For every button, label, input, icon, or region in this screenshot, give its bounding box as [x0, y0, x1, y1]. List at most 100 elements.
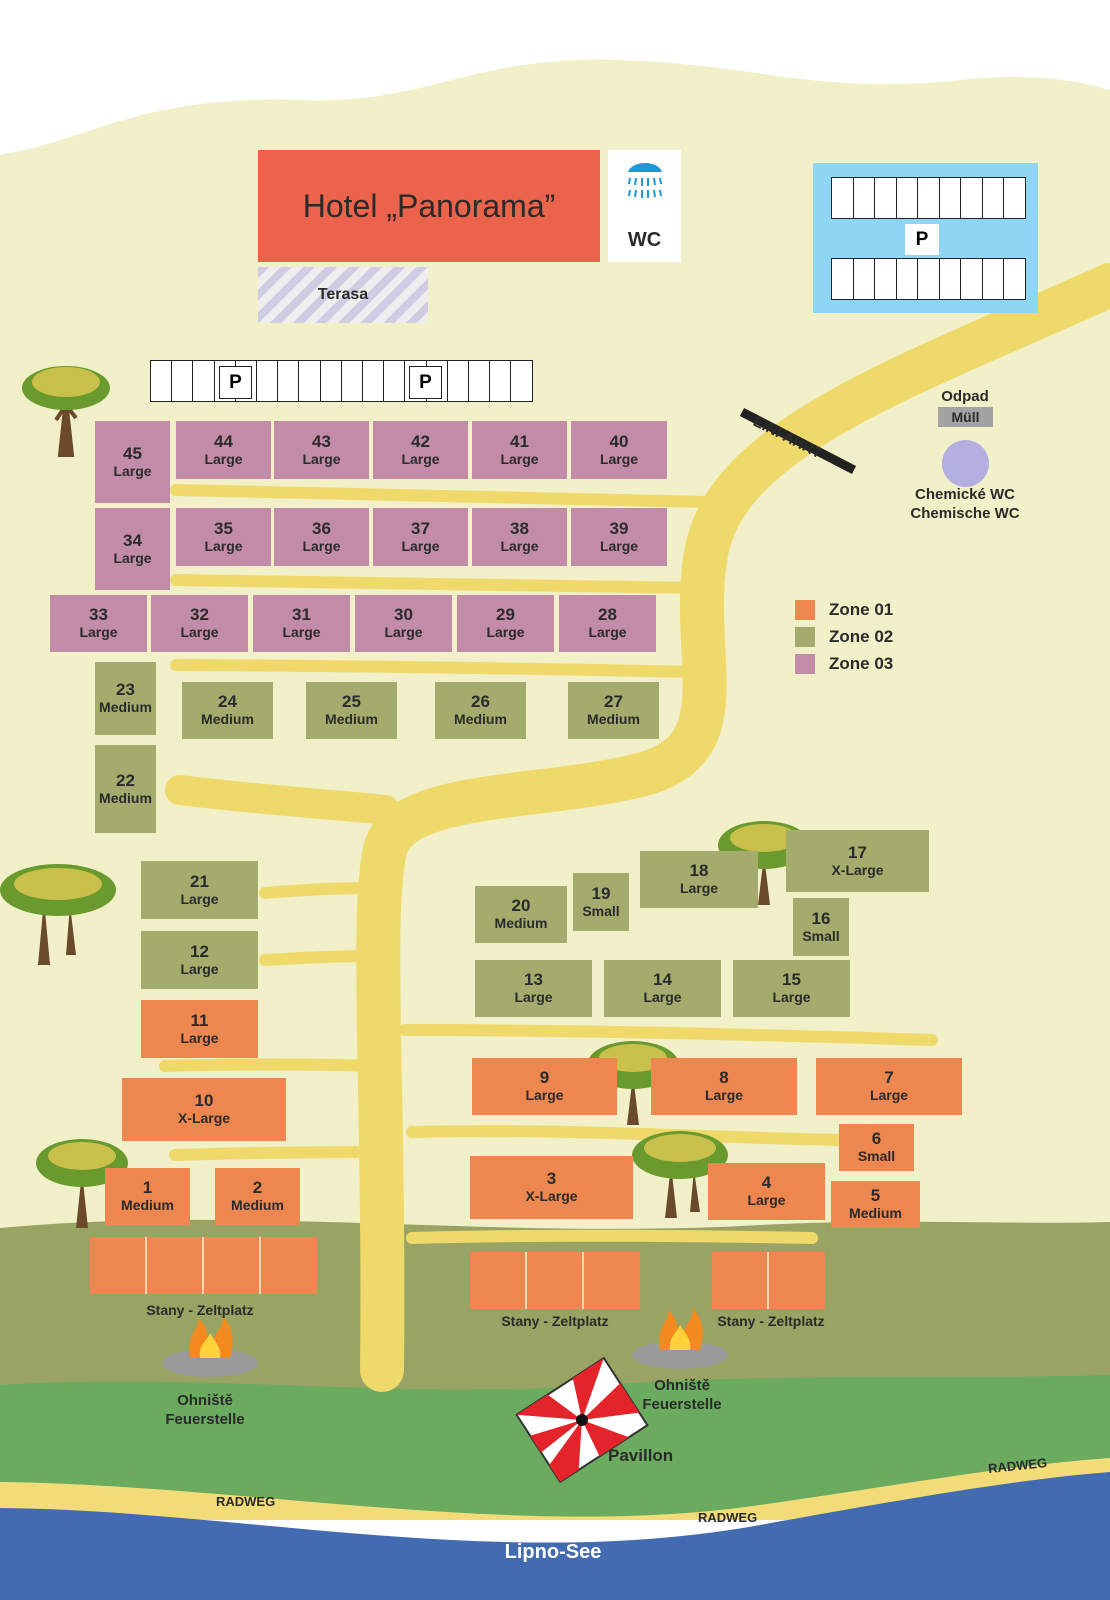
parking-space[interactable]: [960, 177, 983, 219]
parking-space[interactable]: [340, 360, 363, 402]
parking-space[interactable]: [981, 258, 1004, 300]
tent-pitch[interactable]: [527, 1252, 584, 1309]
parking-space[interactable]: [150, 360, 173, 402]
tent-pitch[interactable]: [147, 1237, 204, 1294]
terrace[interactable]: Terasa: [258, 267, 428, 323]
parking-space[interactable]: [298, 360, 321, 402]
shower-wc-building[interactable]: WC: [608, 150, 681, 262]
tent-area-label: Stany - Zeltplatz: [146, 1302, 254, 1318]
parking-space[interactable]: [256, 360, 279, 402]
parking-space[interactable]: [446, 360, 469, 402]
hotel-building[interactable]: Hotel „Panorama”: [258, 150, 600, 262]
parking-space[interactable]: [319, 360, 342, 402]
parking-space[interactable]: [510, 360, 533, 402]
bike-path-label-middle: RADWEG: [698, 1510, 758, 1525]
waste-bin[interactable]: Müll: [938, 407, 993, 427]
parking-space[interactable]: [468, 360, 491, 402]
parking-space[interactable]: [1003, 258, 1026, 300]
parking-sign: P: [219, 366, 252, 399]
parking-space[interactable]: [171, 360, 194, 402]
parking-space[interactable]: [938, 177, 961, 219]
tent-pitch[interactable]: [90, 1237, 147, 1294]
parking-space[interactable]: [917, 177, 940, 219]
legend-swatch: [795, 654, 815, 674]
tent-pitch[interactable]: [204, 1237, 261, 1294]
parking-space[interactable]: [852, 177, 875, 219]
parking-space[interactable]: [917, 258, 940, 300]
parking-space[interactable]: [874, 258, 897, 300]
waste-label: Odpad: [941, 388, 989, 405]
parking-space[interactable]: [383, 360, 406, 402]
parking-space[interactable]: [489, 360, 512, 402]
parking-space[interactable]: [852, 258, 875, 300]
parking-space[interactable]: [362, 360, 385, 402]
parking-space[interactable]: [981, 177, 1004, 219]
parking-space[interactable]: [831, 258, 854, 300]
chemical-wc[interactable]: [942, 440, 989, 487]
parking-space[interactable]: [192, 360, 215, 402]
parking-space[interactable]: [895, 258, 918, 300]
parking-space[interactable]: [960, 258, 983, 300]
parking-space[interactable]: [895, 177, 918, 219]
wc-label: WC: [627, 229, 662, 251]
tent-pitch[interactable]: [470, 1252, 527, 1309]
parking-space[interactable]: [1003, 177, 1026, 219]
tent-pitch[interactable]: [712, 1252, 769, 1309]
parking-space[interactable]: [938, 258, 961, 300]
terrace-label: Terasa: [317, 286, 369, 303]
parking-space[interactable]: [874, 177, 897, 219]
parking-space[interactable]: [277, 360, 300, 402]
tent-pitch[interactable]: [769, 1252, 825, 1309]
campfire-icon: [162, 1315, 258, 1377]
legend-zone-01: Zone 01: [795, 600, 893, 620]
parking-space[interactable]: [831, 177, 854, 219]
tent-pitch[interactable]: [261, 1237, 317, 1294]
tent-pitch[interactable]: [584, 1252, 640, 1309]
